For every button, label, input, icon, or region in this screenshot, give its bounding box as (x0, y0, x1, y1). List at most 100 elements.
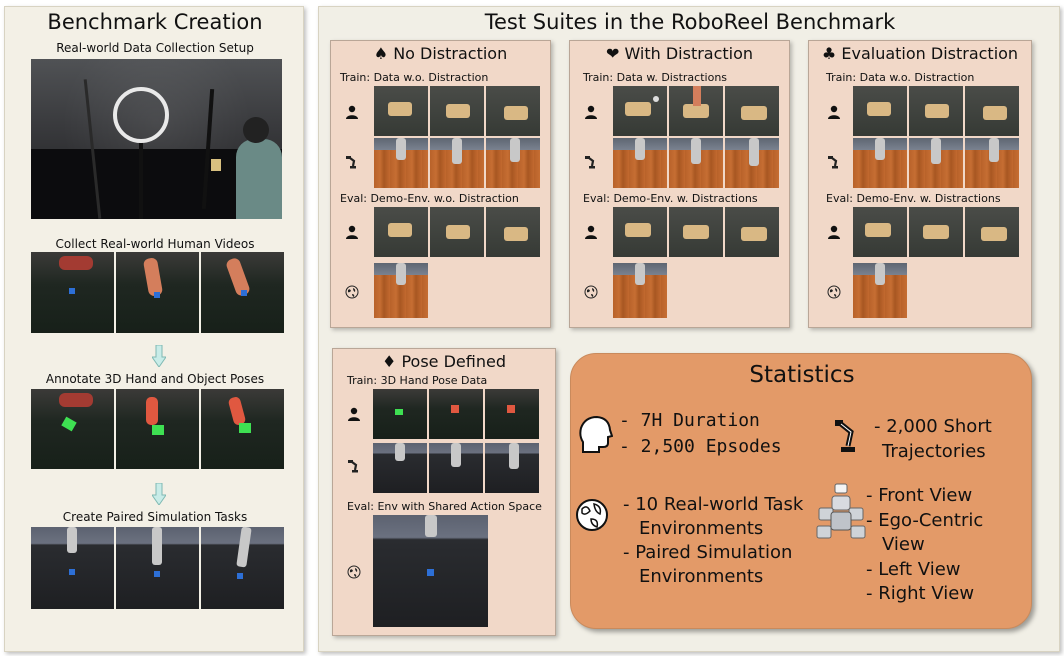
robot-frame (965, 138, 1019, 188)
person-icon (347, 407, 361, 421)
sim-robot-frame (485, 443, 539, 493)
train-label: Train: Data w.o. Distraction (826, 71, 975, 84)
blue-cube (427, 569, 434, 576)
eval-label: Eval: Demo-Env. w. Distractions (583, 192, 758, 205)
demo-frame (374, 86, 428, 136)
left-view-stat: - Left View (866, 559, 961, 580)
demo-frame (965, 86, 1019, 136)
real-env-stat-cont: Environments (639, 518, 764, 539)
person-arm (224, 256, 252, 298)
distractor-object (653, 96, 659, 102)
robot-frame (374, 138, 428, 188)
robot-arm (691, 138, 701, 164)
sim-robot-arm (152, 527, 162, 565)
person-sleeve (59, 256, 93, 270)
episodes-stat: - 2,500 Epsodes (619, 436, 782, 457)
globe-icon (576, 499, 608, 531)
train-label: Train: 3D Hand Pose Data (347, 374, 488, 387)
person-icon (345, 105, 359, 119)
globe-icon (584, 285, 598, 299)
robot-arm (396, 138, 406, 160)
club-icon: ♣ (821, 44, 837, 63)
demo-frame (725, 207, 779, 257)
benchmark-creation-title: Benchmark Creation (47, 10, 263, 34)
person-icon (584, 105, 598, 119)
robot-frame (486, 138, 540, 188)
annotated-arm (451, 405, 459, 413)
person-icon (827, 225, 841, 239)
train-label: Train: Data w.o. Distraction (340, 71, 489, 84)
suite-with-distraction: ❤ With Distraction Train: Data w. Distra… (569, 40, 790, 328)
demo-frame (430, 207, 484, 257)
simulation-frame (31, 527, 114, 609)
robot-frame (613, 138, 667, 188)
tray (981, 227, 1007, 241)
robot-arm (989, 138, 999, 162)
sim-robot-frame (429, 443, 483, 493)
demo-frame (430, 86, 484, 136)
trajectories-stat-cont: Trajectories (882, 441, 986, 462)
robot-arm (931, 138, 941, 164)
blue-cube (154, 292, 160, 298)
human-video-frame (116, 252, 199, 333)
demo-frame (853, 86, 907, 136)
light-stand (139, 143, 143, 219)
setup-photo (31, 59, 282, 219)
tray-on-table (211, 159, 221, 171)
duration-stat: - 7H Duration (619, 410, 760, 431)
tray (925, 104, 949, 118)
demo-frame (909, 207, 963, 257)
annotated-frame (116, 389, 199, 469)
head-profile-icon (579, 415, 613, 453)
robot-arm (452, 138, 462, 164)
robot-frame (669, 138, 723, 188)
robot-arm (635, 138, 645, 160)
hand-pose-mesh (239, 423, 251, 433)
suite-title-text: With Distraction (624, 44, 754, 63)
person-icon (584, 225, 598, 239)
suite-title: ❤ With Distraction (570, 44, 789, 63)
globe-icon (345, 285, 359, 299)
robot-frame (853, 138, 907, 188)
real-env-stat: - 10 Real-world Task (623, 494, 804, 515)
person-arm (693, 86, 701, 106)
person-shirt (236, 139, 282, 219)
suite-no-distraction: ♠ No Distraction Train: Data w.o. Distra… (330, 40, 551, 328)
simulation-frame (116, 527, 199, 609)
benchmark-creation-panel: Benchmark Creation Real-world Data Colle… (4, 6, 304, 652)
ego-view-stat: - Ego-Centric (866, 510, 984, 531)
tray (683, 104, 709, 118)
robot-frame (430, 138, 484, 188)
blue-cube (154, 571, 160, 577)
demo-frame (725, 86, 779, 136)
sim-env-stat: - Paired Simulation (623, 542, 793, 563)
right-view-stat: - Right View (866, 583, 975, 604)
tray (625, 223, 651, 237)
train-label: Train: Data w. Distractions (583, 71, 728, 84)
ring-light (113, 87, 169, 143)
tray (683, 225, 709, 239)
sim-robot-arm (236, 526, 252, 568)
robot-arm (509, 443, 519, 469)
globe-icon (347, 565, 361, 579)
multi-camera-icon (816, 483, 866, 539)
robot-arm (451, 443, 461, 467)
suite-title: ♣ Evaluation Distraction (809, 44, 1031, 63)
annotated-frame (31, 389, 114, 469)
suite-title: ♦ Pose Defined (333, 352, 555, 371)
robot-arm-icon (827, 155, 841, 169)
robot-arm (875, 263, 885, 285)
person-icon (827, 105, 841, 119)
demo-frame (613, 207, 667, 257)
hand-pose-frame (485, 389, 539, 439)
hand-pose-mesh (152, 425, 164, 435)
robot-arm (395, 443, 405, 461)
suite-title-text: Pose Defined (401, 352, 506, 371)
robot-arm-icon (835, 420, 855, 452)
trajectories-stat: - 2,000 Short (874, 416, 992, 437)
annotated-arm (507, 405, 515, 413)
person-arm (142, 257, 164, 297)
annotated-arm (146, 397, 158, 425)
tray (446, 225, 470, 239)
robot-arm (510, 138, 520, 162)
